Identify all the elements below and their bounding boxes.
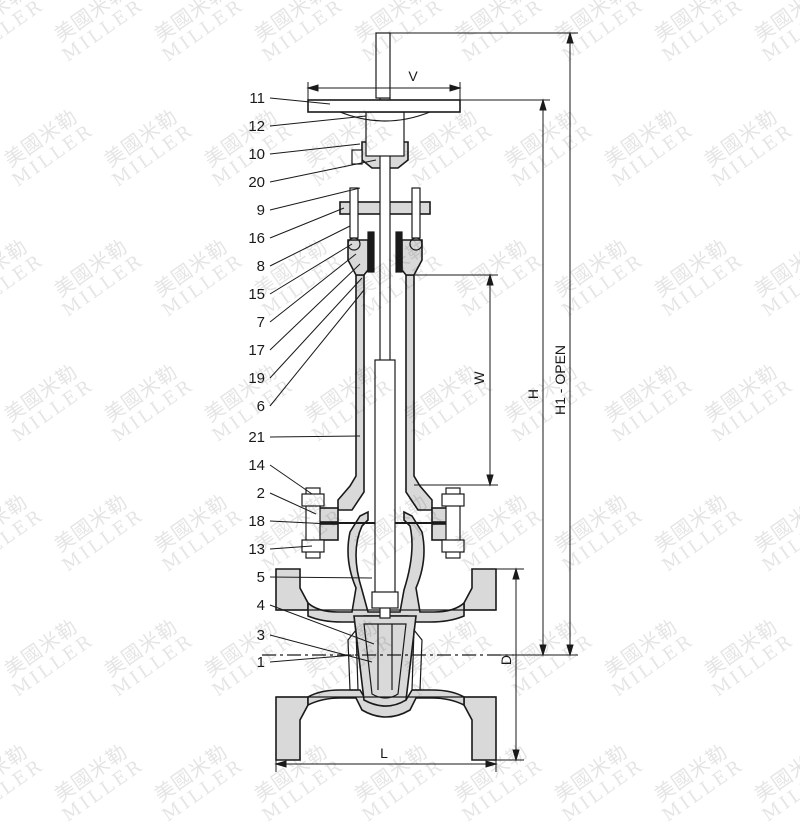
bonnet-column-left	[337, 274, 365, 511]
l-arrow-left	[274, 760, 287, 768]
callout-leader	[269, 97, 331, 105]
yoke-nut-bolt	[351, 149, 363, 165]
callout-number: 7	[257, 314, 265, 331]
callout-number: 5	[257, 569, 265, 586]
callout-number: 12	[248, 118, 265, 135]
callout-leader	[269, 253, 357, 323]
callout-leader	[269, 604, 375, 645]
wedge-inner	[363, 623, 407, 699]
callout-number: 17	[248, 342, 265, 359]
h-arrow-top	[539, 98, 547, 111]
handwheel[interactable]	[307, 99, 461, 113]
callout-leader	[269, 143, 361, 155]
stem-coupling	[371, 591, 399, 609]
packing-right	[395, 231, 403, 273]
callout-leader	[269, 225, 351, 267]
gate-valve-cross-section: V W H H1 - OPEN D L 11121020916815717196…	[248, 31, 578, 772]
callout-leader	[269, 207, 345, 239]
h1-arrow-top	[566, 31, 574, 44]
body-upper-wall	[307, 510, 465, 623]
part-callouts: 11 12 10 20 9 16 8 15 7 17 19 6 21 14 2 18 13 5 4 3 1	[248, 90, 377, 671]
v-arrow-left	[306, 84, 319, 92]
callout-leader	[269, 277, 363, 379]
bonnet-column-right	[405, 274, 433, 511]
callout-leader	[269, 243, 353, 295]
dim-label-h: H	[525, 389, 541, 399]
body-flange-left	[317, 523, 339, 541]
callout-leader	[269, 289, 365, 407]
callout-leader	[269, 492, 317, 515]
l-arrow-right	[485, 760, 498, 768]
dimension-lines	[274, 31, 578, 772]
callout-number: 20	[248, 174, 265, 191]
callout-number: 2	[257, 485, 265, 502]
callout-number: 18	[248, 513, 265, 530]
wedge	[353, 615, 417, 707]
callout-number: 16	[248, 230, 265, 247]
w-arrow-bottom	[486, 474, 494, 487]
d-arrow-bottom	[512, 749, 520, 762]
dim-label-w: W	[471, 371, 487, 385]
callout-number: 9	[257, 202, 265, 219]
callout-number: 1	[257, 654, 265, 671]
callout-leader	[269, 545, 313, 550]
callout-leader	[269, 464, 313, 495]
handwheel-hub	[339, 111, 431, 122]
h1-arrow-bottom	[566, 644, 574, 657]
callout-leader	[269, 115, 367, 127]
stem-thicker-section	[374, 359, 396, 601]
callout-leader	[269, 263, 361, 351]
body-nut-right-top	[441, 493, 465, 507]
dimension-labels: V W H H1 - OPEN D L	[380, 68, 568, 761]
callout-leader	[269, 435, 361, 438]
gland-bolt-left	[349, 187, 359, 239]
dim-label-l: L	[380, 745, 388, 761]
v-arrow-right	[449, 84, 462, 92]
bonnet-flange-left	[317, 507, 339, 523]
stem-extension	[375, 32, 391, 99]
left-flange	[275, 568, 309, 761]
w-arrow-top	[486, 273, 494, 286]
callout-number: 19	[248, 370, 265, 387]
body-nut-left-bottom	[301, 539, 325, 553]
yoke-nut	[365, 111, 405, 157]
inner-details	[262, 32, 514, 699]
callout-number: 6	[257, 398, 265, 415]
callout-number: 4	[257, 597, 265, 614]
callout-number: 8	[257, 258, 265, 275]
seat-ring-right	[411, 628, 423, 691]
callout-leader	[269, 634, 373, 663]
dim-label-d: D	[498, 655, 514, 665]
callout-number: 13	[248, 541, 265, 558]
right-flange	[463, 568, 497, 761]
dim-label-v: V	[408, 68, 418, 84]
eyebolt-left	[347, 237, 361, 251]
callout-leader	[269, 654, 355, 663]
body-nut-right-bottom	[441, 539, 465, 553]
callout-leader	[269, 159, 377, 183]
eyebolt-right	[409, 237, 423, 251]
seat-ring-left	[347, 628, 359, 691]
callout-number: 15	[248, 286, 265, 303]
callout-number: 21	[248, 429, 265, 446]
callout-number: 3	[257, 627, 265, 644]
body-nut-left-top	[301, 493, 325, 507]
callout-leader	[269, 576, 373, 579]
callout-number: 14	[248, 457, 265, 474]
callout-number: 11	[249, 90, 265, 107]
d-arrow-top	[512, 567, 520, 580]
callout-leader	[269, 187, 361, 211]
gland-bolt-right	[411, 187, 421, 239]
packing-left	[367, 231, 375, 273]
dim-label-h1: H1 - OPEN	[552, 345, 568, 415]
callout-leader	[269, 520, 331, 525]
h-arrow-bottom	[539, 644, 547, 657]
callout-number: 10	[248, 146, 265, 163]
